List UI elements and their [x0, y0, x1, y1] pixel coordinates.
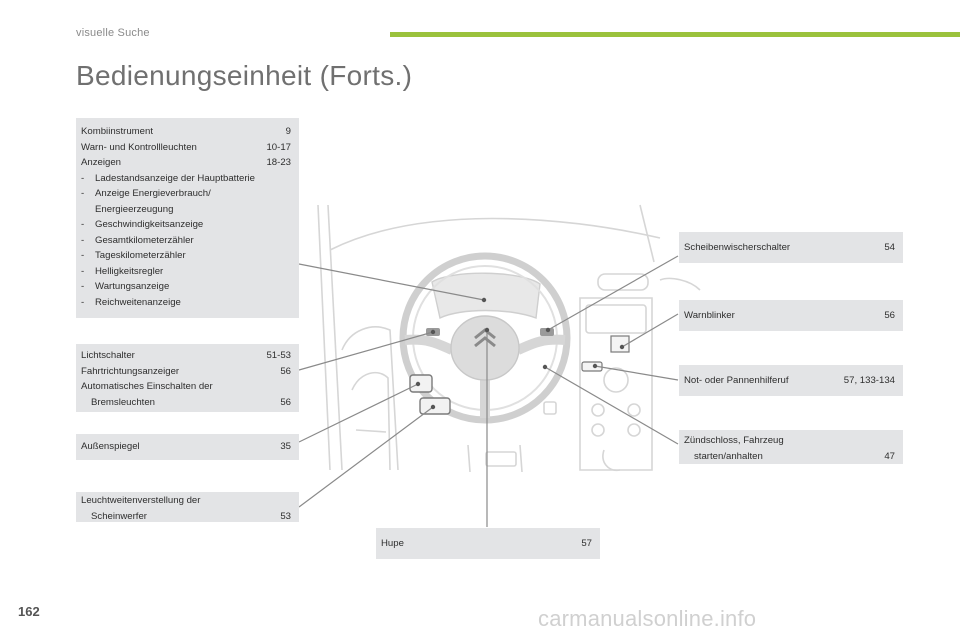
hazard-page: 56 — [884, 310, 895, 321]
cluster-row-page: 10-17 — [266, 141, 291, 153]
accent-bar — [390, 32, 960, 37]
list-item-text: Helligkeitsregler — [95, 265, 164, 277]
lights-row-label: Fahrtrichtungsanzeiger — [81, 365, 180, 377]
section-label: visuelle Suche — [76, 27, 150, 39]
list-bullet: - — [81, 281, 85, 292]
list-item: -Gesamtkilometerzähler — [81, 233, 291, 249]
list-bullet: - — [81, 296, 85, 308]
headlamp-page: 53 — [280, 510, 291, 522]
headlamp-line1: Leuchtweitenverstellung der — [81, 495, 201, 506]
cluster-row-page: 9 — [285, 126, 291, 137]
lights-row-page: 56 — [280, 365, 291, 377]
list-item: -Tageskilometerzähler — [81, 248, 291, 264]
hazard-switch-icon — [610, 335, 630, 353]
list-bullet: - — [81, 188, 85, 199]
cluster-row-instrument: Kombiinstrument 9 — [81, 124, 291, 140]
list-bullet: - — [81, 172, 85, 184]
ignition-line1: Zündschloss, Fahrzeug — [684, 435, 784, 446]
ignition-row: Zündschloss, Fahrzeug — [684, 433, 895, 449]
list-item: -Reichweitenanzeige — [81, 295, 291, 311]
instrument-cluster-box: Kombiinstrument 9 Warn- und Kontrollleuch… — [76, 118, 299, 318]
headlamp-row: Leuchtweitenverstellung der — [81, 493, 291, 509]
list-item-continuation: Energieerzeugung — [81, 202, 291, 218]
page-title: Bedienungseinheit (Forts.) — [76, 60, 413, 91]
horn-page: 57 — [581, 538, 592, 549]
wipers-box: Scheibenwischerschalter 54 — [679, 232, 903, 263]
cluster-row-page: 18-23 — [266, 157, 291, 168]
ignition-box: Zündschloss, Fahrzeug starten/anhalten 47 — [679, 430, 903, 464]
hazard-row: Warnblinker 56 — [684, 308, 895, 324]
mirrors-label: Außenspiegel — [81, 441, 140, 452]
lights-row-auto: Automatisches Einschalten der — [81, 379, 291, 395]
cluster-row-displays: Anzeigen 18-23 — [81, 155, 291, 171]
headlamp-row-cont: Scheinwerfer 53 — [81, 509, 291, 525]
emergency-page: 57, 133-134 — [843, 375, 895, 386]
list-bullet: - — [81, 234, 85, 246]
horn-row: Hupe 57 — [381, 536, 592, 552]
hazard-box: Warnblinker 56 — [679, 300, 903, 331]
list-item-text: Anzeige Energieverbrauch/ — [95, 188, 211, 199]
ignition-line2: starten/anhalten — [694, 450, 763, 462]
list-item-text: Ladestandsanzeige der Hauptbatterie — [95, 172, 256, 184]
list-item-text: Gesamtkilometerzähler — [95, 234, 194, 246]
list-bullet: - — [81, 265, 85, 277]
mirror-switch-icon — [409, 374, 433, 393]
emergency-box: Not- oder Pannenhilferuf 57, 133-134 — [679, 365, 903, 396]
lights-row-auto-cont: Bremsleuchten 56 — [81, 395, 291, 411]
horn-label: Hupe — [381, 538, 404, 549]
horn-box: Hupe 57 — [376, 528, 600, 559]
wipers-row: Scheibenwischerschalter 54 — [684, 240, 895, 256]
lights-auto-line1: Automatisches Einschalten der — [81, 381, 213, 392]
list-item-text: Geschwindigkeitsanzeige — [95, 219, 204, 230]
lights-row-page: 51-53 — [266, 350, 291, 361]
watermark-text: carmanualsonline.info — [538, 606, 757, 631]
list-item: -Wartungsanzeige — [81, 279, 291, 295]
list-item: -Geschwindigkeitsanzeige — [81, 217, 291, 233]
list-item-text: Reichweitenanzeige — [95, 296, 181, 308]
emergency-call-button-icon — [581, 361, 603, 372]
emergency-label: Not- oder Pannenhilferuf — [684, 375, 789, 386]
wiper-stalk-icon — [540, 328, 554, 336]
list-item-text: Tageskilometerzähler — [95, 250, 186, 261]
lights-row-switch: Lichtschalter 51-53 — [81, 348, 291, 364]
cluster-row-warning: Warn- und Kontrollleuchten 10-17 — [81, 140, 291, 156]
lights-row-label: Lichtschalter — [81, 350, 135, 361]
wipers-page: 54 — [884, 242, 895, 253]
cluster-row-label: Kombiinstrument — [81, 126, 153, 137]
cluster-row-label: Anzeigen — [81, 157, 122, 168]
emergency-row: Not- oder Pannenhilferuf 57, 133-134 — [684, 373, 895, 389]
list-bullet: - — [81, 219, 85, 230]
headlamp-box: Leuchtweitenverstellung der Scheinwerfer… — [76, 492, 299, 522]
page-number: 162 — [18, 604, 40, 619]
list-item-text: Energieerzeugung — [95, 203, 174, 215]
mirrors-row: Außenspiegel 35 — [81, 439, 291, 455]
headlamp-adjust-switch-icon — [419, 397, 451, 415]
list-item: -Ladestandsanzeige der Hauptbatterie — [81, 171, 291, 187]
lights-auto-page: 56 — [280, 396, 291, 408]
list-item-text: Wartungsanzeige — [95, 281, 170, 292]
list-item: -Anzeige Energieverbrauch/ — [81, 186, 291, 202]
list-item: -Helligkeitsregler — [81, 264, 291, 280]
ignition-page: 47 — [884, 450, 895, 462]
mirrors-page: 35 — [280, 441, 291, 452]
cluster-row-label: Warn- und Kontrollleuchten — [81, 141, 197, 153]
lights-row-indicator: Fahrtrichtungsanzeiger 56 — [81, 364, 291, 380]
ignition-row-cont: starten/anhalten 47 — [684, 449, 895, 465]
hazard-label: Warnblinker — [684, 310, 735, 321]
wipers-label: Scheibenwischerschalter — [684, 242, 791, 253]
lights-box: Lichtschalter 51-53 Fahrtrichtungsanzeige… — [76, 344, 299, 412]
headlamp-line2: Scheinwerfer — [91, 510, 147, 522]
lights-auto-line2: Bremsleuchten — [91, 396, 155, 408]
list-bullet: - — [81, 250, 85, 261]
mirrors-box: Außenspiegel 35 — [76, 434, 299, 460]
